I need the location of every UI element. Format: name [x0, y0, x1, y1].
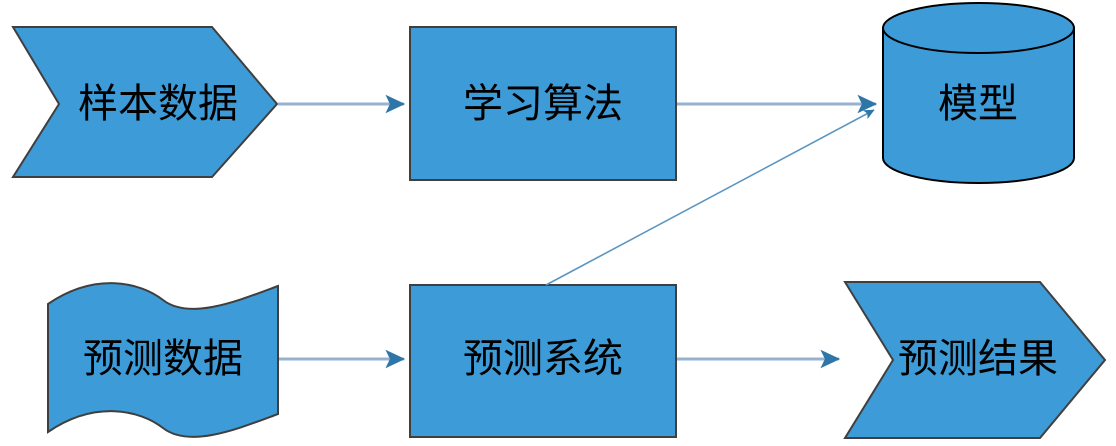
node-shape-learning-algorithm[interactable] [409, 26, 677, 181]
node-shape-prediction-data[interactable] [47, 282, 279, 438]
connector-prediction-system-to-model[interactable] [545, 109, 875, 286]
node-shape-prediction-system[interactable] [409, 284, 677, 438]
node-shape-prediction-result[interactable] [843, 281, 1107, 439]
node-shape-sample-data[interactable] [11, 26, 279, 178]
node-shape-model[interactable] [882, 2, 1075, 184]
